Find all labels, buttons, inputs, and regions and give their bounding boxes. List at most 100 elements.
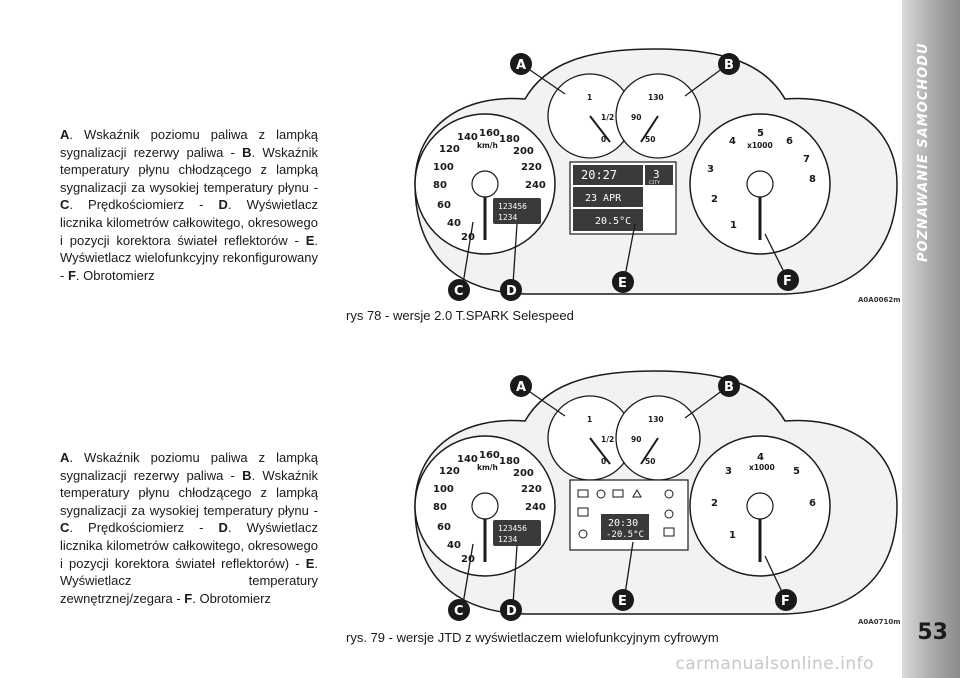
svg-text:1234: 1234 [498, 213, 517, 222]
svg-text:50: 50 [645, 135, 655, 144]
svg-text:120: 120 [439, 466, 460, 477]
svg-text:4: 4 [729, 136, 736, 147]
svg-text:4: 4 [757, 452, 764, 463]
watermark: carmanualsonline.info [675, 654, 874, 674]
figure1-code: A0A0062m [858, 296, 901, 304]
figure1-caption: rys 78 - wersje 2.0 T.SPARK Selespeed [346, 308, 574, 323]
svg-text:A: A [516, 380, 526, 395]
svg-text:km/h: km/h [477, 463, 498, 472]
svg-text:80: 80 [433, 180, 447, 191]
section-title: POZNAWANIE SAMOCHODU [916, 42, 931, 262]
svg-text:20: 20 [461, 554, 475, 565]
figure2-caption: rys. 79 - wersje JTD z wyświetlaczem wie… [346, 630, 719, 645]
svg-text:0: 0 [601, 135, 606, 144]
svg-text:C: C [454, 604, 464, 619]
svg-text:1: 1 [729, 530, 736, 541]
svg-text:90: 90 [631, 113, 641, 122]
svg-text:100: 100 [433, 484, 454, 495]
speedo-tick-labels: 20 40 60 80 100 120 140 160 180 200 220 … [433, 450, 546, 565]
svg-text:8: 8 [809, 174, 816, 185]
svg-text:50: 50 [645, 457, 655, 466]
svg-text:1: 1 [730, 220, 737, 231]
svg-text:100: 100 [433, 162, 454, 173]
svg-text:3: 3 [725, 466, 732, 477]
svg-text:A: A [516, 58, 526, 73]
svg-text:123456: 123456 [498, 524, 527, 533]
callout-a: A [510, 53, 532, 75]
svg-text:F: F [781, 594, 790, 609]
svg-text:1: 1 [587, 415, 592, 424]
svg-text:60: 60 [437, 200, 451, 211]
svg-text:80: 80 [433, 502, 447, 513]
svg-text:0: 0 [601, 457, 606, 466]
callout-c: C [448, 599, 470, 621]
svg-text:B: B [724, 58, 734, 73]
clock-temp-display [601, 514, 649, 540]
svg-text:20:30: 20:30 [608, 518, 638, 529]
svg-text:240: 240 [525, 502, 546, 513]
svg-text:1/2: 1/2 [601, 113, 614, 122]
svg-text:D: D [506, 604, 517, 619]
callout-e: E [612, 589, 634, 611]
svg-text:220: 220 [521, 162, 542, 173]
svg-text:7: 7 [803, 154, 810, 165]
tacho-tick-labels: 1 2 3 4 5 6 x1000 [711, 452, 816, 541]
svg-text:3: 3 [707, 164, 714, 175]
svg-text:240: 240 [525, 180, 546, 191]
svg-text:160: 160 [479, 450, 500, 461]
page-number: 53 [917, 620, 948, 645]
callout-b: B [718, 375, 740, 397]
svg-text:1: 1 [587, 93, 592, 102]
callout-d: D [500, 279, 522, 301]
svg-text:140: 140 [457, 132, 478, 143]
svg-text:23 APR: 23 APR [585, 193, 622, 204]
svg-text:km/h: km/h [477, 141, 498, 150]
svg-text:E: E [618, 594, 627, 609]
svg-text:123456: 123456 [498, 202, 527, 211]
svg-text:90: 90 [631, 435, 641, 444]
svg-text:F: F [783, 274, 792, 289]
svg-text:1/2: 1/2 [601, 435, 614, 444]
svg-text:180: 180 [499, 456, 520, 467]
odometer-display [493, 520, 541, 546]
callout-f: F [777, 269, 799, 291]
svg-text:-20.5°C: -20.5°C [606, 530, 644, 540]
figure1-cluster-svg: 20 40 60 80 100 120 140 160 180 200 220 … [414, 48, 898, 301]
callout-c: C [448, 279, 470, 301]
svg-text:200: 200 [513, 468, 534, 479]
callout-f: F [775, 589, 797, 611]
svg-text:130: 130 [648, 93, 664, 102]
svg-text:200: 200 [513, 146, 534, 157]
figure1-description: A. Wskaźnik poziomu paliwa z lampką sygn… [60, 127, 318, 283]
svg-text:180: 180 [499, 134, 520, 145]
speedo-tick-labels: 20 40 60 80 100 120 140 160 180 200 220 … [433, 128, 546, 243]
odometer-display [493, 198, 541, 224]
svg-text:140: 140 [457, 454, 478, 465]
figure2-code: A0A0710m [858, 618, 901, 626]
svg-text:5: 5 [757, 128, 764, 139]
svg-text:6: 6 [809, 498, 816, 509]
svg-text:E: E [618, 276, 627, 291]
svg-text:C: C [454, 284, 464, 299]
tacho-tick-labels: 1 2 3 4 5 6 7 8 x1000 [707, 128, 816, 231]
figure2-instrument-cluster: 20 40 60 80 100 120 140 160 180 200 220 … [405, 366, 905, 622]
svg-text:20: 20 [461, 232, 475, 243]
figure2-description: A. Wskaźnik poziomu paliwa z lampką sygn… [60, 450, 318, 606]
svg-text:6: 6 [786, 136, 793, 147]
side-tab: POZNAWANIE SAMOCHODU 53 [902, 0, 960, 678]
svg-text:20.5°C: 20.5°C [595, 216, 631, 227]
callout-e: E [612, 271, 634, 293]
svg-text:3: 3 [653, 168, 660, 181]
svg-text:220: 220 [521, 484, 542, 495]
callout-b: B [718, 53, 740, 75]
svg-text:2: 2 [711, 498, 718, 509]
svg-text:40: 40 [447, 540, 461, 551]
callout-a: A [510, 375, 532, 397]
svg-text:x1000: x1000 [749, 463, 775, 472]
svg-text:120: 120 [439, 144, 460, 155]
svg-text:D: D [506, 284, 517, 299]
svg-text:130: 130 [648, 415, 664, 424]
figure1-instrument-cluster: 20 40 60 80 100 120 140 160 180 200 220 … [405, 44, 905, 306]
svg-text:CITY: CITY [649, 180, 660, 186]
